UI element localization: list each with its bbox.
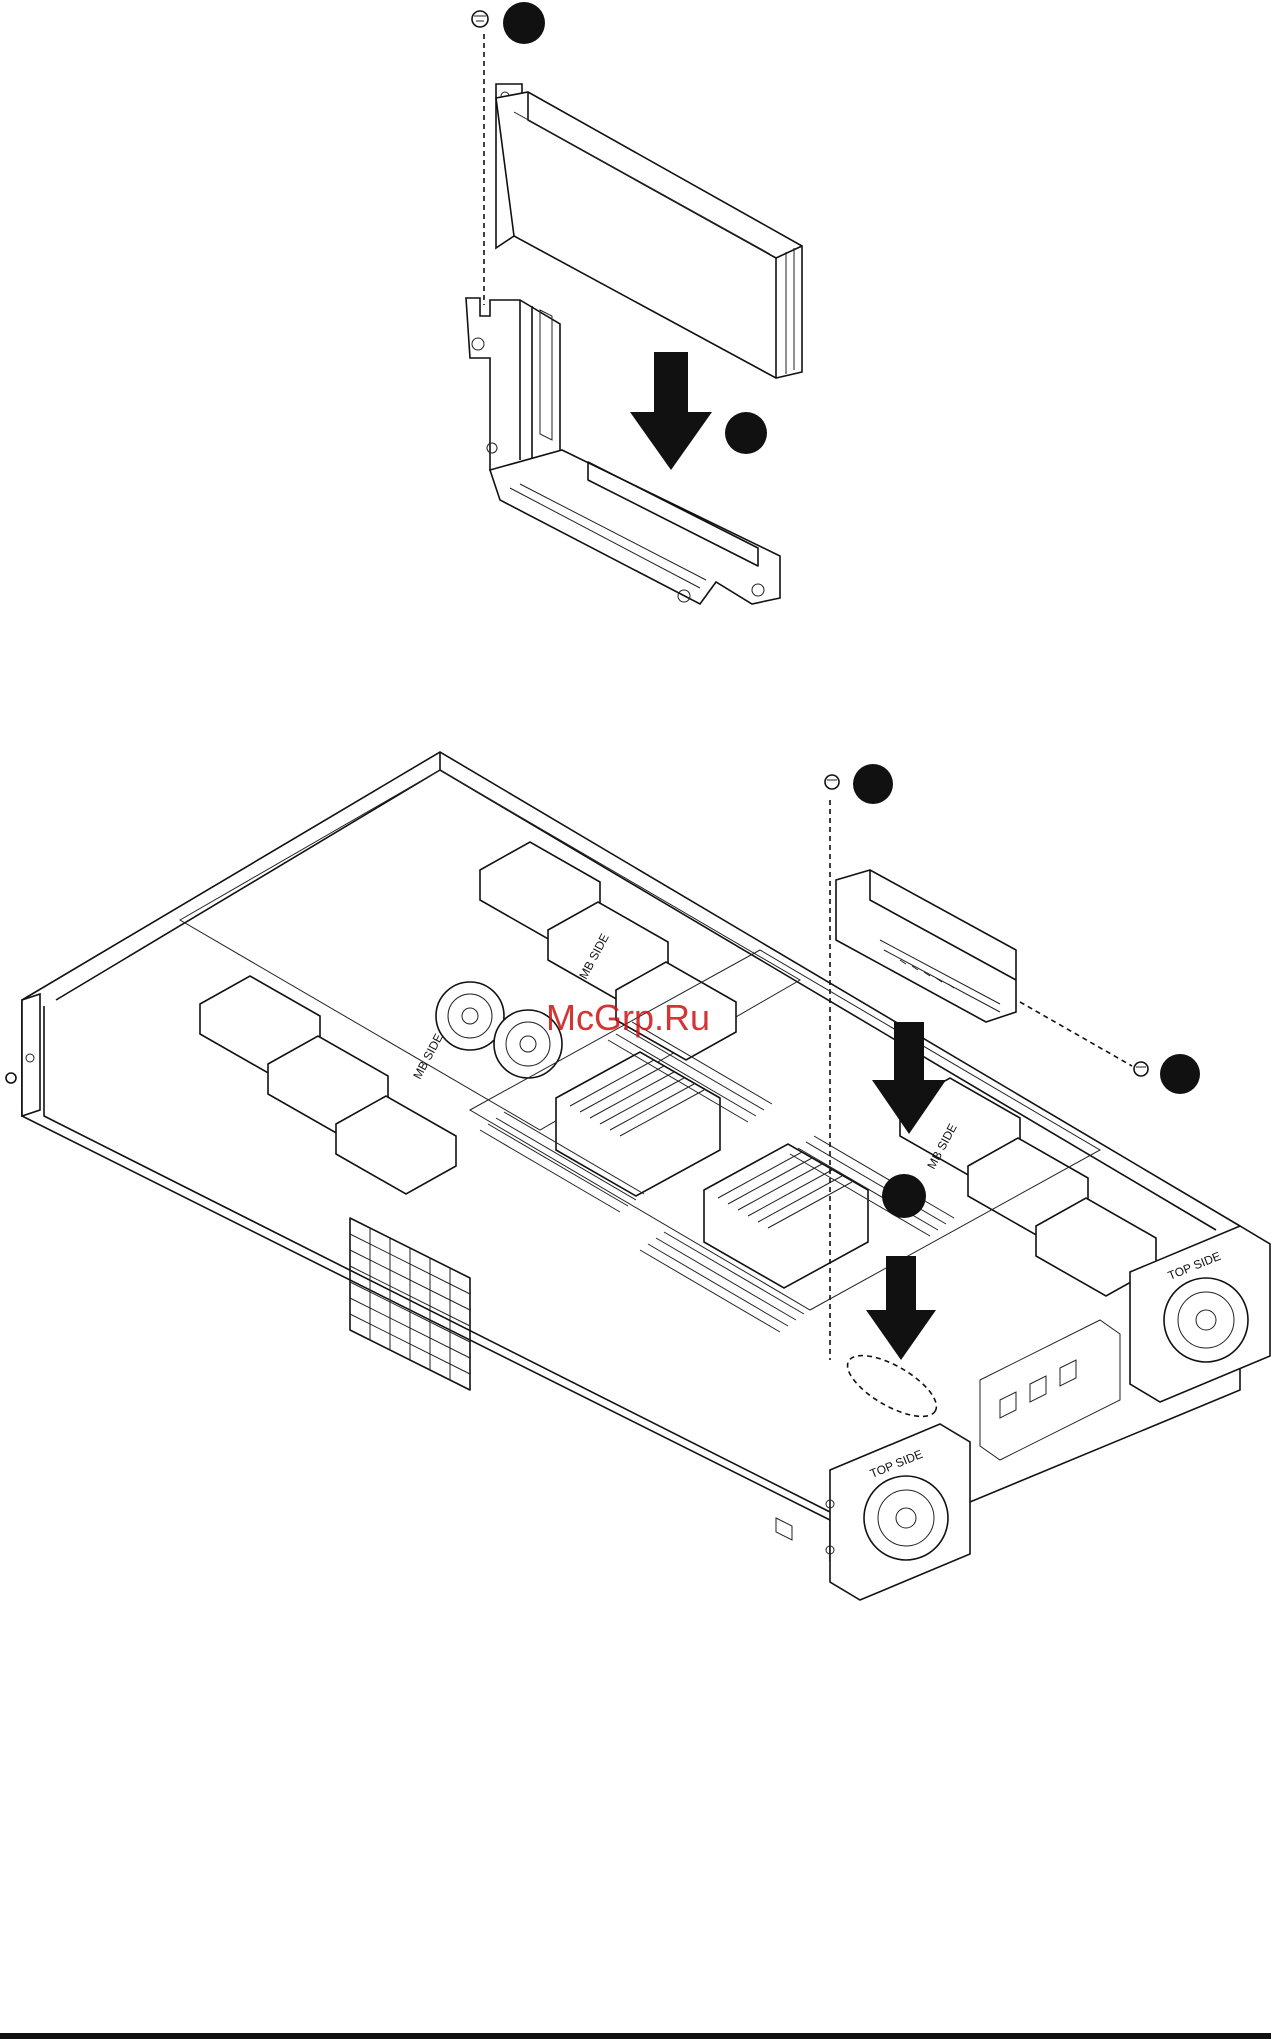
callout-marker-1 bbox=[503, 2, 545, 44]
callout-marker-3 bbox=[853, 764, 893, 804]
riser-board bbox=[490, 450, 780, 604]
callout-marker-4 bbox=[1160, 1054, 1200, 1094]
watermark-text: McGrp.Ru bbox=[546, 997, 710, 1038]
page-footer-rule bbox=[0, 2033, 1271, 2039]
screw-icon bbox=[472, 11, 488, 27]
down-arrow-icon bbox=[630, 352, 712, 470]
riser-module bbox=[836, 870, 1016, 1022]
riser-bracket bbox=[466, 298, 560, 470]
riser-card-illustration bbox=[466, 2, 802, 604]
screw-icon bbox=[1134, 1062, 1148, 1076]
callout-marker-2 bbox=[725, 412, 767, 454]
screw-icon bbox=[825, 775, 839, 789]
screw-guide-line bbox=[1020, 1002, 1132, 1066]
server-chassis-illustration: TOP SIDE TOP SIDE MB SIDE MB SIDE MB SID… bbox=[6, 752, 1270, 1600]
callout-marker-5 bbox=[882, 1174, 926, 1218]
